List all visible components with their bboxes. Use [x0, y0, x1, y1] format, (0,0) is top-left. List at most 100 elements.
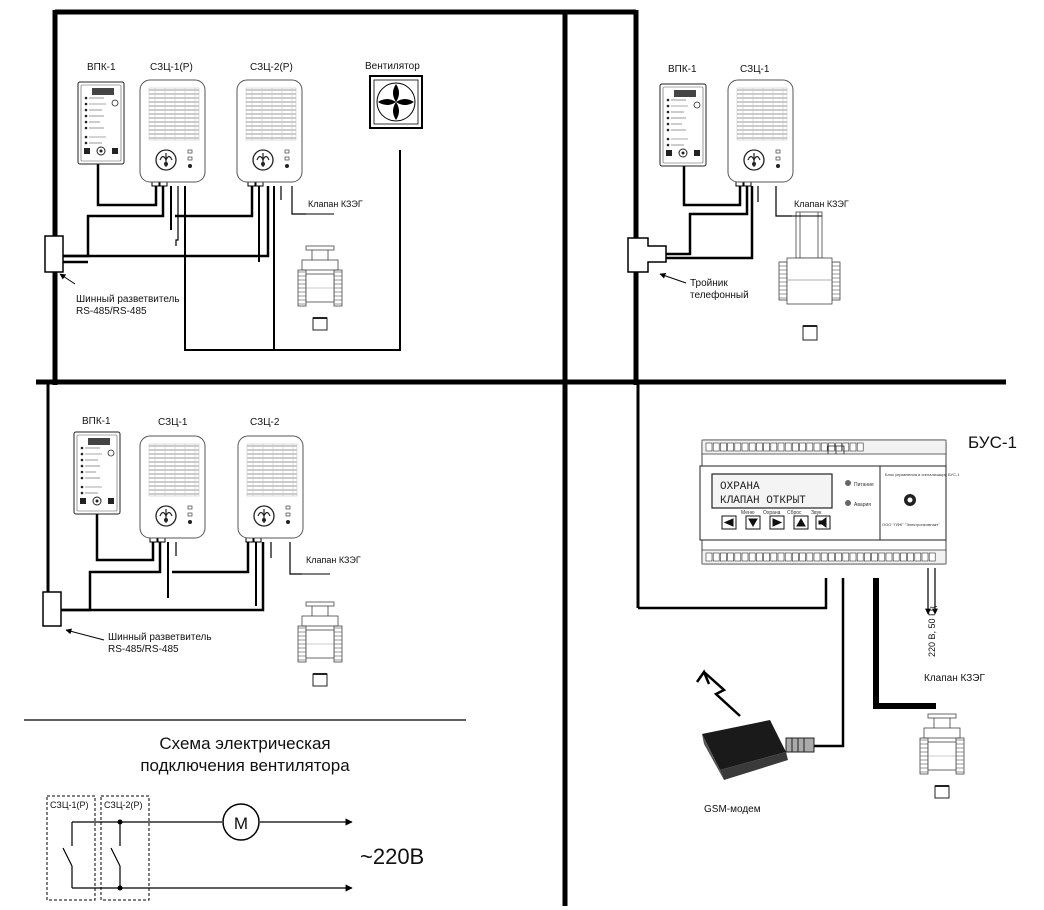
zone-2: ВПК-1 СЗЦ-1 Клапан КЗЭГ Тройник телефонн…: [627, 64, 849, 341]
schematic-sw2-label: СЗЦ-2(Р): [104, 800, 143, 810]
terminal: [820, 442, 828, 452]
terminal: [885, 552, 893, 562]
szc2-sensor: [236, 79, 303, 183]
terminal: [763, 442, 770, 452]
bus-buttons: [721, 515, 831, 530]
terminal: [921, 552, 929, 562]
terminal: [871, 552, 878, 562]
device-name: Блок управления и сигнализации БУС-1: [885, 472, 960, 477]
lcd-line1: ОХРАНА: [720, 481, 760, 493]
btn-menu-label: Меню: [741, 510, 755, 516]
terminal: [799, 442, 806, 452]
terminal: [720, 442, 727, 452]
schematic-sw1-label: СЗЦ-1(Р): [50, 800, 89, 810]
schematic-wires: [62, 818, 353, 892]
alarm-led: [845, 500, 851, 506]
bus-bot-terminals: [705, 552, 936, 562]
terminal: [928, 552, 936, 562]
terminal: [777, 442, 785, 452]
terminal: [777, 552, 785, 562]
terminal: [720, 552, 727, 562]
zone2-tee-line2: телефонный: [690, 289, 749, 301]
terminal: [864, 552, 871, 562]
terminal: [748, 442, 756, 452]
zone1-valve: [297, 245, 343, 331]
terminal: [763, 552, 770, 562]
terminal: [828, 442, 835, 452]
zone3-szc1-label: СЗЦ-1: [158, 417, 188, 428]
terminal: [770, 552, 778, 562]
gsm-signal-icon: [695, 669, 741, 717]
btn-guard-label: Охрана: [763, 510, 781, 516]
terminal: [806, 442, 814, 452]
zone3-splitter-line2: RS-485/RS-485: [108, 644, 179, 655]
terminal: [756, 442, 763, 452]
maker-name: ООО "ПФК" "Электронкомпакт": [882, 522, 940, 527]
zone2-szc1-label: СЗЦ-1: [740, 64, 770, 75]
terminal: [712, 442, 720, 452]
zone3-valve-label: Клапан КЗЭГ: [306, 555, 361, 565]
power-label: 220 В, 50 Гц: [927, 606, 937, 657]
zone3-szc2-label: СЗЦ-2: [250, 417, 280, 428]
lcd-line2: КЛАПАН ОТКРЫТ: [720, 495, 806, 507]
zone2-valve: [778, 211, 841, 341]
zone3-wiring: [42, 512, 302, 641]
zone1-splitter-line2: RS-485/RS-485: [76, 306, 147, 317]
schematic-title-line1: Схема электрическая: [159, 734, 330, 753]
zone2-vpk-label: ВПК-1: [668, 64, 697, 75]
terminal: [727, 442, 734, 452]
gsm-label: GSM-модем: [704, 804, 761, 815]
zone1-wiring: [44, 150, 401, 351]
terminal: [828, 552, 835, 562]
led-alarm-label: Авария: [854, 502, 871, 508]
led-power-label: Питание: [854, 482, 874, 488]
terminal: [835, 442, 842, 452]
terminal: [799, 552, 806, 562]
zone4-wiring: [638, 547, 936, 748]
terminal: [856, 442, 864, 452]
terminal: [856, 552, 864, 562]
bus-splitter-1: [44, 235, 64, 273]
terminal: [741, 442, 749, 452]
fan-schematic: Схема электрическая подключения вентилят…: [24, 719, 466, 901]
terminal: [878, 552, 886, 562]
btn-sound-label: Звук: [811, 510, 822, 516]
bus-lines: [46, 382, 640, 608]
terminal: [914, 552, 922, 562]
terminal: [756, 552, 763, 562]
terminal: [907, 552, 914, 562]
zone4-valve-label: Клапан КЗЭГ: [924, 673, 985, 684]
terminal: [705, 552, 713, 562]
terminal: [842, 442, 850, 452]
phone-tee: [627, 237, 667, 273]
zone2-tee-line1: Тройник: [690, 278, 728, 289]
bus1-label: БУС-1: [968, 433, 1017, 452]
zone3-splitter-line1: Шинный разветвитель: [108, 632, 212, 643]
lcd-screen: [711, 473, 833, 509]
zone1-szc2-label: СЗЦ-2(Р): [250, 62, 293, 73]
zone2-wiring: [627, 160, 792, 284]
terminal: [734, 552, 742, 562]
zone-1: ВПК-1 СЗЦ-1(Р) СЗЦ-2(Р) Вентилятор Клапа…: [44, 61, 423, 351]
zone-4: ОХРАНА КЛАПАН ОТКРЫТ Питание Авария Меню…: [638, 433, 1017, 815]
terminal: [770, 442, 778, 452]
zone1-szc1-label: СЗЦ-1(Р): [150, 62, 193, 73]
bus-top-terminals: [705, 442, 864, 452]
szc2-box: [100, 795, 150, 901]
terminal: [835, 552, 842, 562]
zone1-fan-label: Вентилятор: [365, 61, 420, 72]
terminal: [784, 552, 792, 562]
zone3-szc2-sensor: [237, 435, 304, 539]
gsm-modem: [702, 720, 815, 780]
zone1-splitter-line1: Шинный разветвитель: [76, 294, 180, 305]
room-walls: [36, 9, 1006, 906]
motor-symbol: [222, 803, 260, 841]
terminal: [806, 552, 814, 562]
zone3-vpk-label: ВПК-1: [82, 416, 111, 427]
terminal: [892, 552, 900, 562]
bus-splitter-3: [42, 591, 62, 627]
terminal: [748, 552, 756, 562]
terminal: [849, 442, 857, 452]
terminal: [792, 442, 799, 452]
